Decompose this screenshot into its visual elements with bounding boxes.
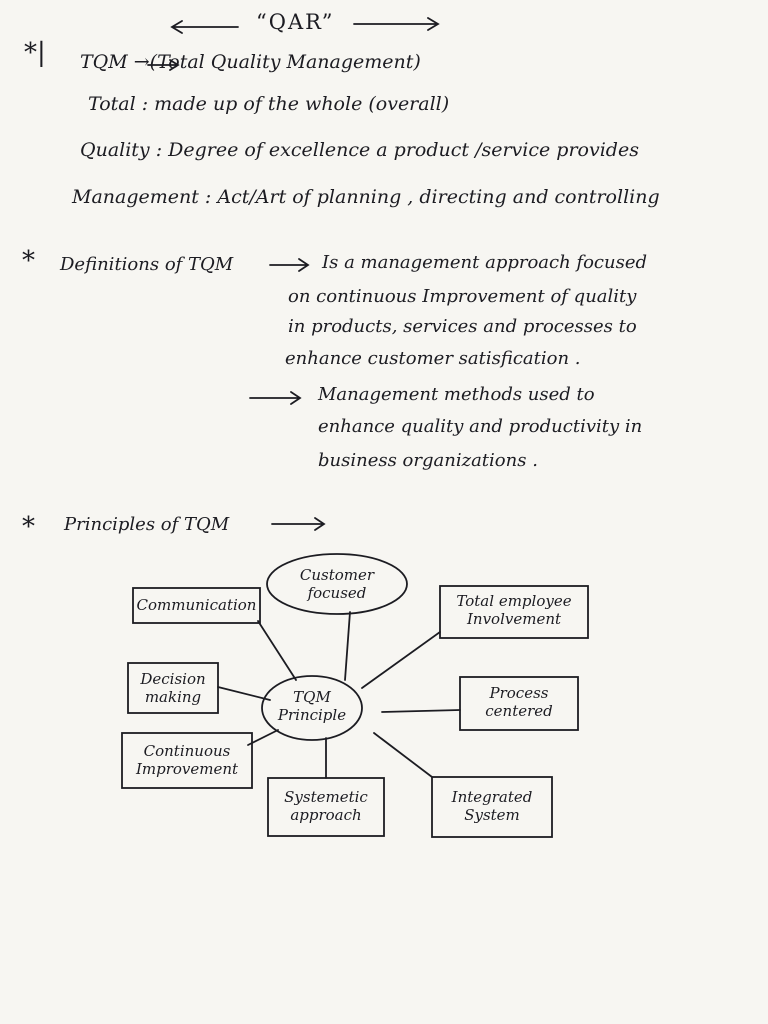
definition2-line1: Management methods used to <box>318 384 595 405</box>
tqm-arrow <box>147 59 180 71</box>
connector-process <box>381 709 461 713</box>
tqm-definition-line: TQM →(Total Quality Management) <box>80 51 421 73</box>
header-right-arrow <box>353 17 440 31</box>
connector-employee <box>361 631 441 689</box>
definitions-arrow <box>269 258 310 272</box>
definition2-line2: enhance quality and productivity in <box>318 416 643 437</box>
definition1-line2: on continuous Improvement of quality <box>288 286 637 307</box>
systematic-box <box>267 777 385 837</box>
total-line: Total : made up of the whole (overall) <box>88 93 450 115</box>
customer-ellipse <box>266 553 408 615</box>
header-left-arrow <box>170 20 239 34</box>
node-continuous-label: Continuous Improvement <box>135 742 239 778</box>
definition2-line3: business organizations . <box>318 450 538 471</box>
node-systematic-label: Systemetic approach <box>284 788 368 824</box>
center-ellipse <box>261 675 363 741</box>
management-line: Management : Act/Art of planning , direc… <box>72 186 660 208</box>
definition1-line4: enhance customer satisfication . <box>285 348 581 369</box>
connector-continuous <box>247 729 279 746</box>
connector-communication <box>257 620 297 681</box>
process-box <box>459 676 579 731</box>
continuous-box <box>121 732 253 789</box>
node-process-label: Process centered <box>485 684 553 720</box>
section1-bullet: *| <box>24 38 46 68</box>
communication-box <box>132 587 261 624</box>
connector-decision <box>217 686 271 701</box>
node-decision-label: Decision making <box>140 670 206 706</box>
connector-integrated <box>373 732 433 778</box>
decision-box <box>127 662 219 714</box>
node-employee-label: Total employee Involvement <box>456 592 572 628</box>
page-title: “QAR” <box>256 10 335 34</box>
section2-bullet: * <box>22 246 35 276</box>
section3-bullet: * <box>22 512 35 542</box>
principles-arrow <box>271 517 326 531</box>
node-customer-label: Customer focused <box>299 566 375 602</box>
node-communication-label: Communication <box>136 596 257 614</box>
quality-line: Quality : Degree of excellence a product… <box>80 139 639 161</box>
connector-customer <box>344 611 351 681</box>
integrated-box <box>431 776 553 838</box>
node-center-label: TQM Principle <box>277 688 347 724</box>
employee-box <box>439 585 589 639</box>
principles-heading: Principles of TQM <box>64 514 230 535</box>
definitions-heading: Definitions of TQM <box>60 254 234 275</box>
definition1-line1: Is a management approach focused <box>322 252 648 273</box>
node-integrated-label: Integrated System <box>451 788 533 824</box>
definition1-line3: in products, services and processes to <box>288 316 637 337</box>
definition2-arrow <box>249 391 302 405</box>
